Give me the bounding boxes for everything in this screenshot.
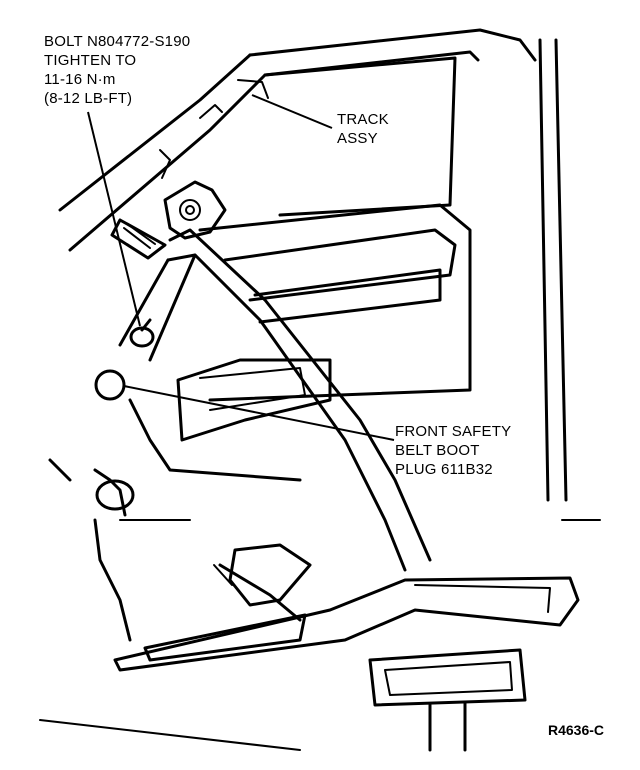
boot-callout: FRONT SAFETY BELT BOOT PLUG 611B32 <box>395 422 511 479</box>
bolt-callout-line2: TIGHTEN TO <box>44 52 137 69</box>
floor-console <box>48 458 135 642</box>
bolt-callout-line1: BOLT N804772-S190 <box>44 33 191 50</box>
seat-tray <box>113 543 580 672</box>
figure-reference: R4636-C <box>548 722 605 738</box>
floor-lines <box>39 519 301 751</box>
door-frame <box>58 28 537 252</box>
boot-callout-line2: BELT BOOT <box>395 442 480 459</box>
bolt-callout-line3: 11-16 N·m <box>44 71 116 88</box>
track-callout: TRACK ASSY <box>337 110 389 148</box>
boot-callout-line3: PLUG 611B32 <box>395 461 493 478</box>
belt-webbing <box>118 228 432 572</box>
track-callout-line1: TRACK <box>337 111 389 128</box>
boot-plug <box>94 369 126 401</box>
track-callout-line2: ASSY <box>337 130 378 147</box>
b-pillar <box>538 38 601 521</box>
leader-lines <box>87 94 395 441</box>
d-ring-anchor <box>110 180 227 260</box>
bolt <box>129 318 155 348</box>
buckle-stalk <box>368 648 527 752</box>
bolt-callout-line4: (8-12 LB-FT) <box>44 90 133 107</box>
boot-callout-line1: FRONT SAFETY <box>395 423 512 440</box>
door-panel <box>128 203 472 482</box>
bolt-callout: BOLT N804772-S190 TIGHTEN TO 11-16 N·m (… <box>44 32 190 108</box>
